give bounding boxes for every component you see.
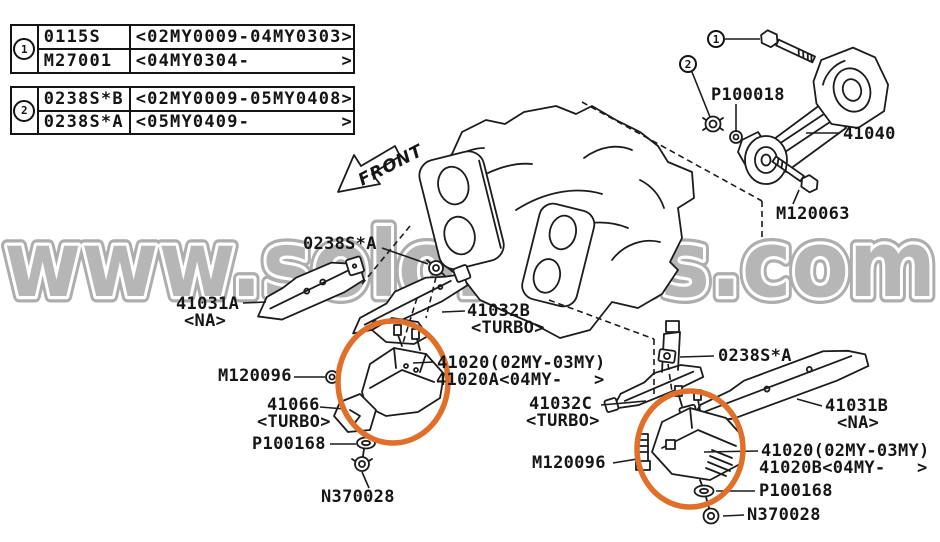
table-row: 0238S*B <02MY0009-05MY0408> [39,88,353,110]
transmission-drawing [418,105,695,339]
label-41032c: 41032C [529,394,593,414]
callout-circle-2: 2 [679,55,697,73]
table-row: M27001 <04MY0304- > [38,48,353,72]
label-turbo-41066: <TURBO> [257,412,331,432]
part-number-cell: 0238S*B [39,88,131,110]
label-41020a-left: 41020A<04MY- > [436,370,605,390]
nut-icon [657,348,677,364]
bolt-icon [760,29,816,64]
leader-lines [242,38,840,517]
callout-circle-1: 1 [707,30,725,48]
front-arrow-icon [337,145,401,193]
nut-icon [702,115,724,133]
model-range-cell: <02MY0009-04MY0303> [135,27,353,47]
highlight-ring-right-mount [634,388,746,510]
part-number-cell: 0238S*A [39,111,131,133]
label-41032b: 41032B [467,301,531,321]
label-p100168-left: P100168 [252,434,326,454]
part-number-cell: 0115S [39,26,131,48]
label-41031b: 41031B [825,396,889,416]
model-range-cell: <04MY0304- > [135,51,353,71]
label-n370028-right: N370028 [747,505,821,525]
dashed-leader-lines [361,101,763,394]
model-range-cell: <05MY0409- > [135,112,353,133]
label-41020b-right: 41020B<04MY- > [759,458,928,478]
label-m120096-left: M120096 [218,366,292,386]
table-row: 0238S*A <05MY0409- > [38,109,353,133]
label-m120096-right: M120096 [532,453,606,473]
label-turbo-41032c: <TURBO> [526,411,600,431]
label-na-left: <NA> [184,311,227,331]
bolt-icon [771,155,819,194]
model-range-cell: <02MY0009-05MY0408> [135,88,353,109]
rod-41040-drawing [737,46,889,185]
applicability-table-2: 2 0238S*B <02MY0009-05MY0408> 0238S*A <0… [10,86,355,135]
label-m120063: M120063 [776,204,850,224]
nut-icon [426,259,446,277]
table-badge-cell: 1 [12,26,39,72]
nut-icon [351,456,373,472]
label-41040: 41040 [843,124,896,144]
highlight-ring-left-mount [335,318,451,446]
applicability-table-1: 1 0115S <02MY0009-04MY0303> M27001 <04MY… [10,24,355,74]
washer-icon [693,484,715,498]
circled-number-1: 1 [13,38,36,60]
plate-41031a-drawing [257,255,365,321]
label-turbo-41032b: <TURBO> [471,318,545,338]
nut-icon [702,507,720,525]
crossmember-41032c-drawing [603,320,705,413]
label-n370028-left: N370028 [321,487,395,507]
label-p100018: P100018 [711,85,785,105]
circled-number-2: 2 [13,99,36,122]
label-p100168-right: P100168 [759,481,833,501]
label-0238sa-left: 0238S*A [303,234,377,254]
label-41031a: 41031A [176,294,240,314]
label-41020-right: 41020(02MY-03MY) [761,441,930,461]
table-row: 0115S <02MY0009-04MY0303> [39,26,353,48]
part-number-cell: M27001 [39,50,131,72]
label-na-right: <NA> [837,413,880,433]
table-badge-cell: 2 [12,88,39,133]
label-41066: 41066 [267,395,320,415]
label-41020-left: 41020(02MY-03MY) [437,353,606,373]
washer-icon [729,130,743,144]
label-0238sa-right: 0238S*A [718,346,792,366]
